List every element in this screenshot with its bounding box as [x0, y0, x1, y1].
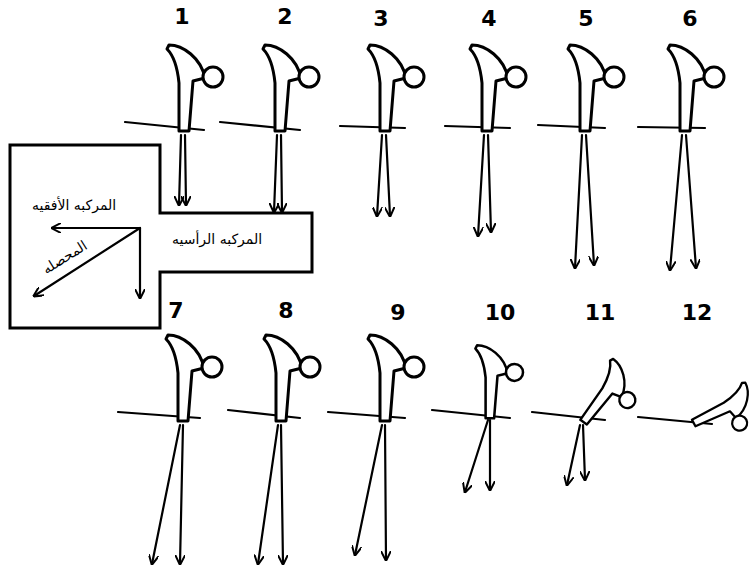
- figure-number: 7: [168, 300, 183, 322]
- horizontal-bar: [445, 126, 510, 128]
- figure-number: 5: [578, 8, 593, 30]
- horizontal-bar: [538, 125, 605, 128]
- figure-number: 8: [278, 300, 293, 322]
- leg-arrow: [575, 135, 582, 268]
- horizontal-component-arrow: [52, 227, 140, 229]
- leg-arrow: [179, 135, 181, 205]
- torso-figure: [668, 45, 724, 131]
- leg-arrow: [355, 425, 382, 555]
- figure-number: 12: [682, 302, 713, 324]
- leg-arrow: [152, 425, 180, 564]
- leg-arrow: [377, 135, 382, 216]
- leg-arrow: [478, 135, 484, 236]
- horizontal-bar: [340, 126, 405, 128]
- horizontal-bar: [638, 127, 705, 128]
- figure-number: 11: [585, 302, 616, 324]
- torso-figure: [368, 335, 424, 421]
- horizontal-bar: [432, 410, 510, 418]
- horizontal-bar: [328, 412, 405, 418]
- legend-outline: [10, 145, 312, 328]
- component-label: المركبه الرأسيه: [172, 231, 262, 248]
- torso-figure: [568, 45, 624, 131]
- component-label: المركبه الأفقيه: [32, 197, 116, 214]
- torso-figure: [572, 358, 648, 440]
- leg-arrow: [185, 135, 186, 205]
- leg-arrow: [489, 420, 491, 490]
- torso-figure: [167, 45, 223, 131]
- leg-arrow: [670, 135, 682, 270]
- leg-arrow: [180, 425, 183, 564]
- torso-figure: [264, 335, 320, 421]
- figure-number: 3: [373, 8, 388, 30]
- horizontal-bar: [220, 122, 300, 130]
- resultant-label: المحصله: [40, 237, 91, 278]
- torso-figure: [470, 45, 526, 131]
- resultant-arrow: [34, 228, 140, 296]
- figure-number: 9: [390, 302, 405, 324]
- horizontal-bar: [228, 410, 300, 418]
- figure-number: 10: [485, 302, 516, 324]
- figure-number: 2: [277, 6, 292, 28]
- leg-arrow: [385, 425, 386, 560]
- leg-arrow: [586, 135, 594, 265]
- leg-arrow: [281, 135, 282, 212]
- leg-arrow: [686, 135, 696, 268]
- torso-figure: [475, 345, 523, 418]
- torso-figure: [166, 335, 222, 421]
- figure-number: 6: [682, 8, 697, 30]
- vertical-component-arrow: [139, 228, 141, 298]
- leg-arrow: [583, 425, 585, 480]
- legend-border: [10, 145, 312, 328]
- leg-arrow: [465, 420, 488, 492]
- figure-number: 4: [481, 8, 496, 30]
- legend-box: المركبه الأفقيه المركبه الرأسيه المحصله: [10, 145, 312, 328]
- torso-figure: [368, 45, 424, 131]
- leg-arrow: [258, 425, 278, 564]
- leg-arrow: [488, 135, 491, 232]
- horizontal-bar: [125, 122, 204, 130]
- figure-number: 1: [174, 6, 189, 28]
- torso-figure: [263, 45, 319, 131]
- leg-arrow: [274, 135, 277, 212]
- torso-figure: [688, 381, 752, 448]
- leg-arrow: [281, 425, 283, 564]
- leg-arrow: [567, 425, 580, 485]
- leg-arrow: [386, 135, 390, 216]
